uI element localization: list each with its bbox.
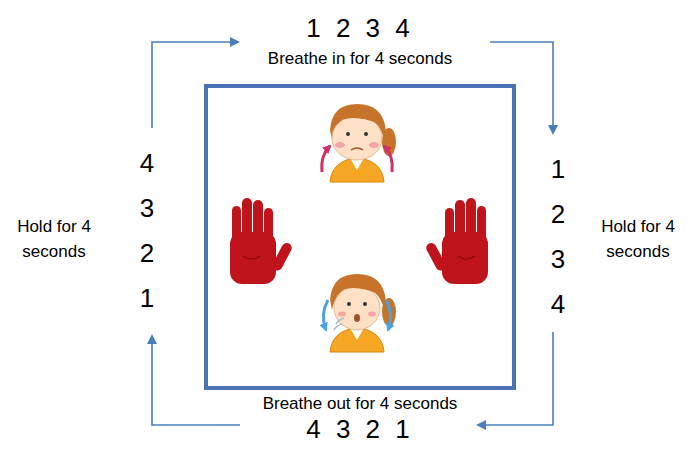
step-label: Breathe in for 4 seconds <box>200 48 520 69</box>
stop-hand <box>425 198 488 284</box>
woman-breathing-out <box>323 274 396 352</box>
count-numbers: 4 3 2 1 <box>136 141 158 321</box>
step-label: Hold for 4 seconds <box>4 214 104 264</box>
step-label: Hold for 4 seconds <box>588 214 688 264</box>
count-numbers: 4 3 2 1 <box>298 414 418 444</box>
step-label: Breathe out for 4 seconds <box>200 393 520 414</box>
stop-hand <box>230 198 293 284</box>
cycle-arrows <box>152 42 553 425</box>
count-numbers: 1 2 3 4 <box>298 13 418 43</box>
breathing-square <box>206 86 514 388</box>
count-numbers: 1 2 3 4 <box>547 147 569 327</box>
woman-breathing-in <box>322 104 396 182</box>
